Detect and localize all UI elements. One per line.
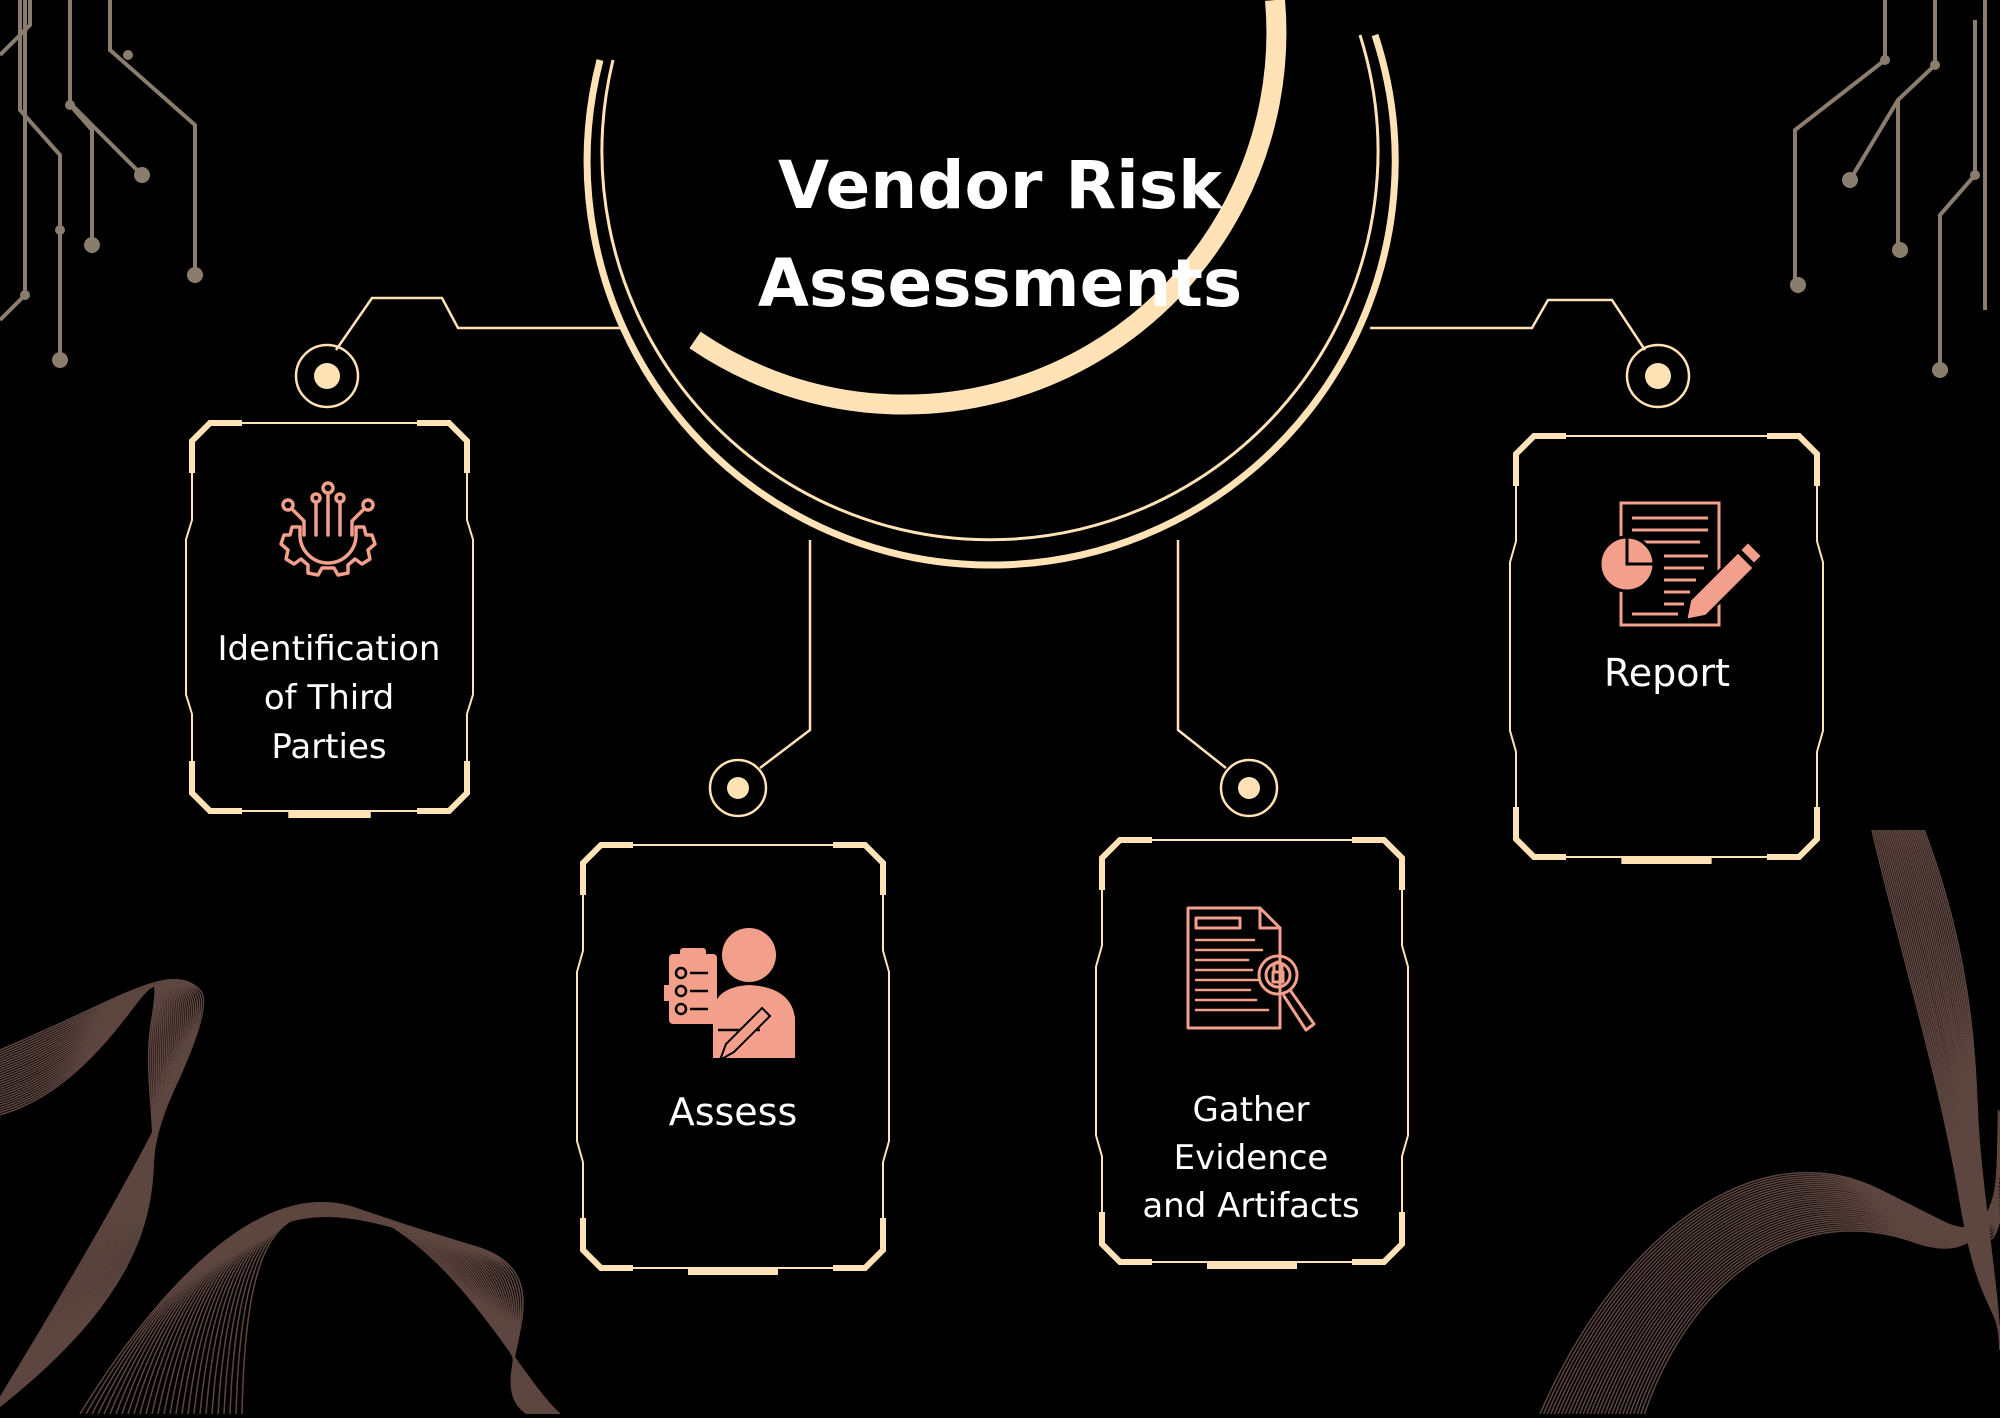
circuit-nodes-right: [1790, 55, 1980, 378]
step-card-assess: [576, 842, 890, 1275]
card-corner-accents: [189, 420, 470, 818]
card-corner-accents: [580, 842, 886, 1275]
step-card-gather-evidence: [1095, 837, 1409, 1269]
step-card-report: [1509, 433, 1824, 864]
connector-node-assess: [708, 758, 768, 818]
circuit-decoration-left: [0, 0, 197, 360]
connector-node-identification: [294, 343, 360, 409]
person-checklist-icon: [664, 928, 795, 1063]
step-label-identification-line3: Parties: [271, 727, 386, 767]
title-line-1: Vendor Risk: [778, 147, 1224, 224]
document-magnifier-icon: [1186, 906, 1316, 1032]
step-label-identification-line1: Identification: [218, 629, 441, 669]
step-label-evidence-line1: Gather: [1193, 1090, 1310, 1130]
wave-decoration-left: [0, 978, 561, 1415]
step-label-report: Report: [1604, 651, 1730, 695]
step-label-assess: Assess: [669, 1090, 798, 1134]
title-circle: [583, 0, 1399, 569]
wave-decoration-right: [1539, 829, 2000, 1415]
circuit-nodes-left: [20, 50, 203, 368]
step-label-evidence-line3: and Artifacts: [1142, 1186, 1359, 1226]
card-frame: [1509, 435, 1824, 858]
connector-lines: [334, 296, 1647, 769]
gear-circuit-icon: [279, 481, 377, 577]
card-corner-accents: [1513, 433, 1820, 864]
step-label-identification-line2: of Third: [264, 678, 394, 718]
connector-node-report: [1625, 343, 1691, 409]
circuit-decoration-right: [1793, 0, 1987, 370]
report-chart-pencil-icon: [1598, 501, 1764, 627]
card-corner-accents: [1099, 837, 1405, 1269]
connector-node-evidence: [1219, 758, 1279, 818]
step-label-evidence-line2: Evidence: [1174, 1138, 1329, 1178]
title-line-2: Assessments: [758, 245, 1242, 322]
step-card-identification: [185, 420, 474, 818]
